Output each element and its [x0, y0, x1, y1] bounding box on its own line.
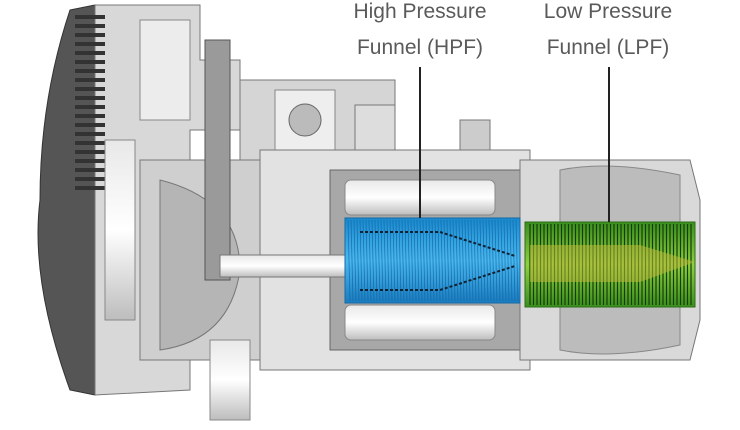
hpf-rib	[491, 219, 495, 302]
hpf-rib	[500, 219, 504, 302]
hpf-rib	[359, 219, 363, 302]
hpf-rib	[428, 219, 432, 302]
cooling-fin	[75, 15, 105, 19]
hpf-rib	[470, 219, 474, 302]
hpf-rib	[374, 219, 378, 302]
hpf-rib	[380, 219, 384, 302]
hpf-rib	[401, 219, 405, 302]
electrical-box	[239, 79, 396, 161]
hpf-rib	[407, 219, 411, 302]
hpf-rib	[362, 219, 366, 302]
cooling-fin	[75, 24, 105, 28]
cooling-fin	[75, 186, 105, 190]
hpf-label-line2: Funnel (HPF)	[356, 36, 484, 59]
hpf-rib	[356, 219, 360, 302]
motor-housing	[37, 4, 261, 421]
hpf-rib	[440, 219, 444, 302]
hpf-rib	[413, 219, 417, 302]
hpf-label-line1: High Pressure	[353, 0, 487, 23]
hpf-rib	[431, 219, 435, 302]
hpf-rib	[371, 219, 375, 302]
hpf-rib	[434, 219, 438, 302]
cooling-fin	[75, 114, 105, 118]
cooling-fin	[75, 105, 105, 109]
hpf-rib	[455, 219, 459, 302]
cooling-fin	[75, 51, 105, 55]
hpf-rib	[461, 219, 465, 302]
lpf-label-line2: Funnel (LPF)	[546, 36, 670, 59]
hpf-rib	[425, 219, 429, 302]
cooling-fin	[75, 33, 105, 37]
hpf-rib	[515, 219, 519, 302]
hpf-rib	[473, 219, 477, 302]
cooling-fin	[75, 150, 105, 154]
cooling-fin	[75, 87, 105, 91]
hpf-rib	[377, 219, 381, 302]
high-pressure-funnel	[344, 217, 521, 304]
cooling-fin	[75, 42, 105, 46]
cooling-fin	[75, 141, 105, 145]
hpf-rib	[395, 219, 399, 302]
hpf-rib	[476, 219, 480, 302]
cooling-fin	[75, 96, 105, 100]
hpf-rib	[419, 219, 423, 302]
hpf-rib	[365, 219, 369, 302]
hpf-rib	[422, 219, 426, 302]
hpf-rib	[467, 219, 471, 302]
hpf-rib	[368, 219, 372, 302]
hpf-rib	[458, 219, 462, 302]
hpf-rib	[404, 219, 408, 302]
low-pressure-funnel	[524, 221, 696, 308]
hpf-rib	[350, 219, 354, 302]
cooling-fin	[75, 159, 105, 163]
cooling-fin	[75, 168, 105, 172]
hpf-rib	[464, 219, 468, 302]
hpf-rib	[503, 219, 507, 302]
hpf-rib	[482, 219, 486, 302]
lpf-label: Low Pressure Funnel (LPF)	[518, 0, 698, 66]
hpf-rib	[506, 219, 510, 302]
hpf-rib	[449, 219, 453, 302]
cooling-fin	[75, 78, 105, 82]
hpf-rib	[509, 219, 513, 302]
hpf-rib	[437, 219, 441, 302]
hpf-rib	[494, 219, 498, 302]
hpf-rib	[389, 219, 393, 302]
hpf-rib	[416, 219, 420, 302]
hpf-rib	[386, 219, 390, 302]
cooling-fin	[75, 69, 105, 73]
cooling-fin	[75, 60, 105, 64]
hpf-rib	[479, 219, 483, 302]
hpf-rib	[347, 219, 351, 302]
hpf-label: High Pressure Funnel (HPF)	[330, 0, 510, 66]
hpf-rib	[392, 219, 396, 302]
hpf-rib	[452, 219, 456, 302]
cooling-fin	[75, 132, 105, 136]
lpf-label-line1: Low Pressure	[543, 0, 673, 23]
hpf-rib	[497, 219, 501, 302]
cooling-fin	[75, 123, 105, 127]
hpf-rib	[485, 219, 489, 302]
cooling-fin	[75, 177, 105, 181]
hpf-rib	[353, 219, 357, 302]
hpf-rib	[383, 219, 387, 302]
hpf-rib	[398, 219, 402, 302]
hpf-rib	[488, 219, 492, 302]
hpf-rib	[410, 219, 414, 302]
hpf-rib	[512, 219, 516, 302]
